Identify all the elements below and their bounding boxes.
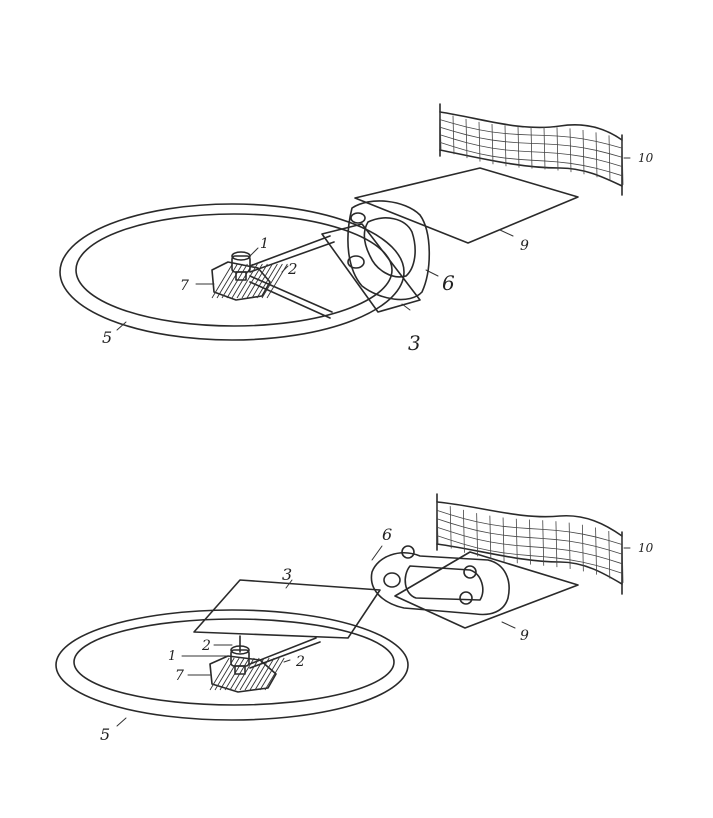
label-vehicle-top: 6	[442, 271, 455, 295]
label-vehicle-bottom: 6	[382, 525, 392, 544]
label-panel-bottom: 3	[282, 565, 292, 584]
label-base-top: 7	[180, 278, 189, 294]
track-oval-bottom	[55, 609, 409, 721]
device-bottom	[230, 645, 250, 675]
net-bottom-grid	[436, 501, 624, 583]
track-oval-top	[59, 203, 405, 341]
label-device-bottom: 1	[168, 649, 176, 664]
mat-top	[354, 167, 579, 244]
struts-bottom	[239, 635, 321, 669]
base-bottom	[209, 655, 285, 693]
figure-bottom: 6 3 2 1 2 7 5 9 10	[55, 493, 654, 744]
vehicle-top	[347, 200, 431, 301]
vehicle-bottom	[370, 545, 510, 616]
label-net-bottom: 10	[638, 541, 654, 555]
net-top	[439, 103, 624, 196]
label-strut-left-bottom: 2	[201, 638, 211, 654]
label-strut-right-bottom: 2	[295, 654, 305, 670]
label-base-bottom: 7	[175, 668, 184, 684]
leaders-bottom	[116, 545, 631, 727]
net-bottom	[436, 493, 624, 595]
label-mat-bottom: 9	[520, 628, 529, 644]
panel-bottom	[193, 579, 381, 639]
label-track-bottom: 5	[100, 725, 110, 744]
label-track-top: 5	[102, 328, 112, 347]
net-top-grid	[439, 111, 624, 185]
label-net-top: 10	[638, 151, 654, 165]
leaders-top	[116, 157, 631, 331]
figure-top: 1 7 2 5 3 6 9 10	[59, 103, 654, 355]
label-panel-top: 3	[408, 331, 421, 355]
label-strut-top: 2	[287, 260, 298, 278]
label-mat-top: 9	[520, 238, 529, 254]
label-device-top: 1	[260, 236, 269, 252]
mat-bottom	[394, 551, 579, 629]
